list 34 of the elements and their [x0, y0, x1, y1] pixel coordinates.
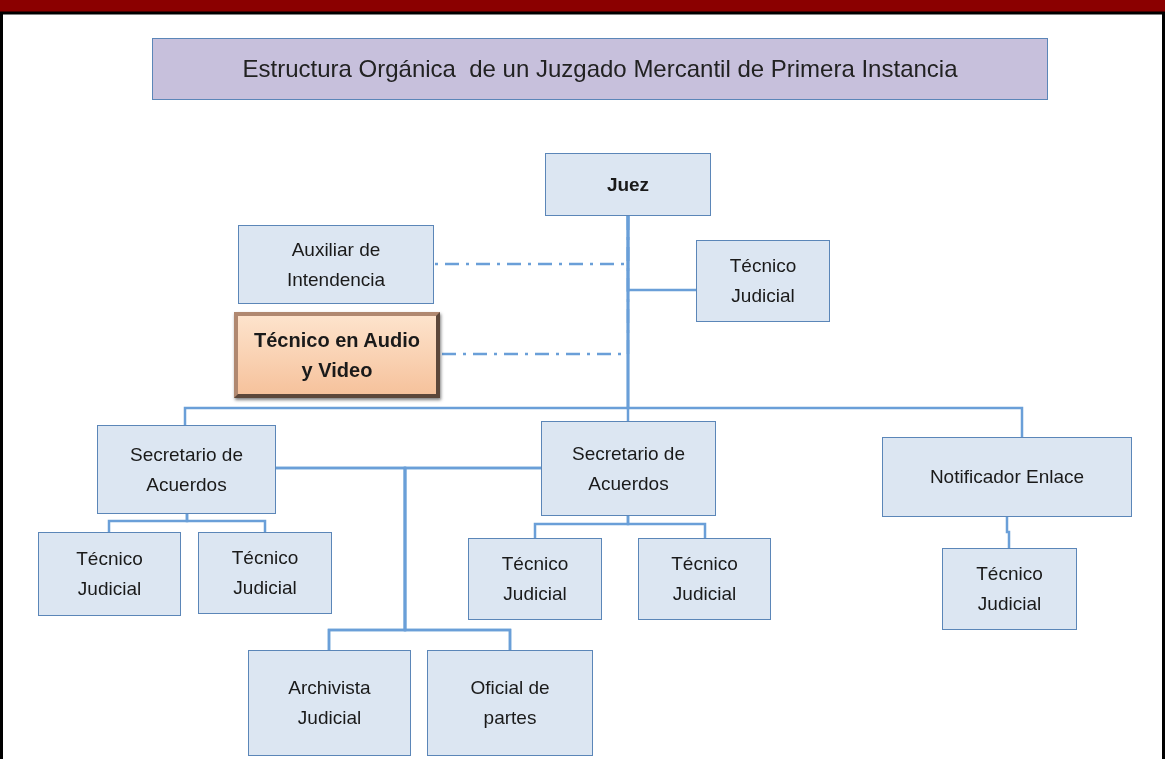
connector-line — [626, 216, 1024, 437]
role-box — [545, 153, 711, 216]
role-box — [38, 532, 181, 616]
diagram-title: Estructura Orgánica de un Juzgado Mercantil de Primera Instancia — [242, 55, 958, 83]
role-label: Oficial de partes — [469, 676, 551, 730]
connector-line — [626, 516, 707, 538]
role-label: Técnico Judicial — [500, 552, 570, 606]
role-label: Secretario de Acuerdos — [571, 441, 686, 496]
role-label: Secretario de Acuerdos — [129, 442, 244, 497]
role-label: Notificador Enlace — [928, 465, 1086, 489]
connector-line — [1005, 517, 1011, 548]
highlighted-role-box — [234, 312, 440, 398]
role-box — [238, 225, 434, 304]
role-box — [198, 532, 332, 614]
role-box — [541, 421, 716, 516]
role-label: Técnico Judicial — [230, 546, 300, 600]
role-box — [97, 425, 276, 514]
role-label: Juez — [605, 172, 651, 197]
connector-line — [403, 466, 541, 650]
role-box — [427, 650, 593, 756]
role-label: Técnico Judicial — [75, 547, 144, 601]
role-label: Técnico Judicial — [670, 552, 739, 606]
role-box — [942, 548, 1077, 630]
role-label: Archivista Judicial — [287, 676, 372, 730]
role-box — [882, 437, 1132, 517]
role-label: Técnico en Audio y Video — [253, 328, 421, 383]
role-box — [248, 650, 411, 756]
role-label: Técnico Judicial — [975, 562, 1044, 616]
role-box — [468, 538, 602, 620]
connector-line — [185, 514, 267, 532]
role-box — [638, 538, 771, 620]
role-label: Técnico Judicial — [728, 254, 798, 308]
role-label: Auxiliar de Intendencia — [285, 237, 387, 292]
role-box — [696, 240, 830, 322]
